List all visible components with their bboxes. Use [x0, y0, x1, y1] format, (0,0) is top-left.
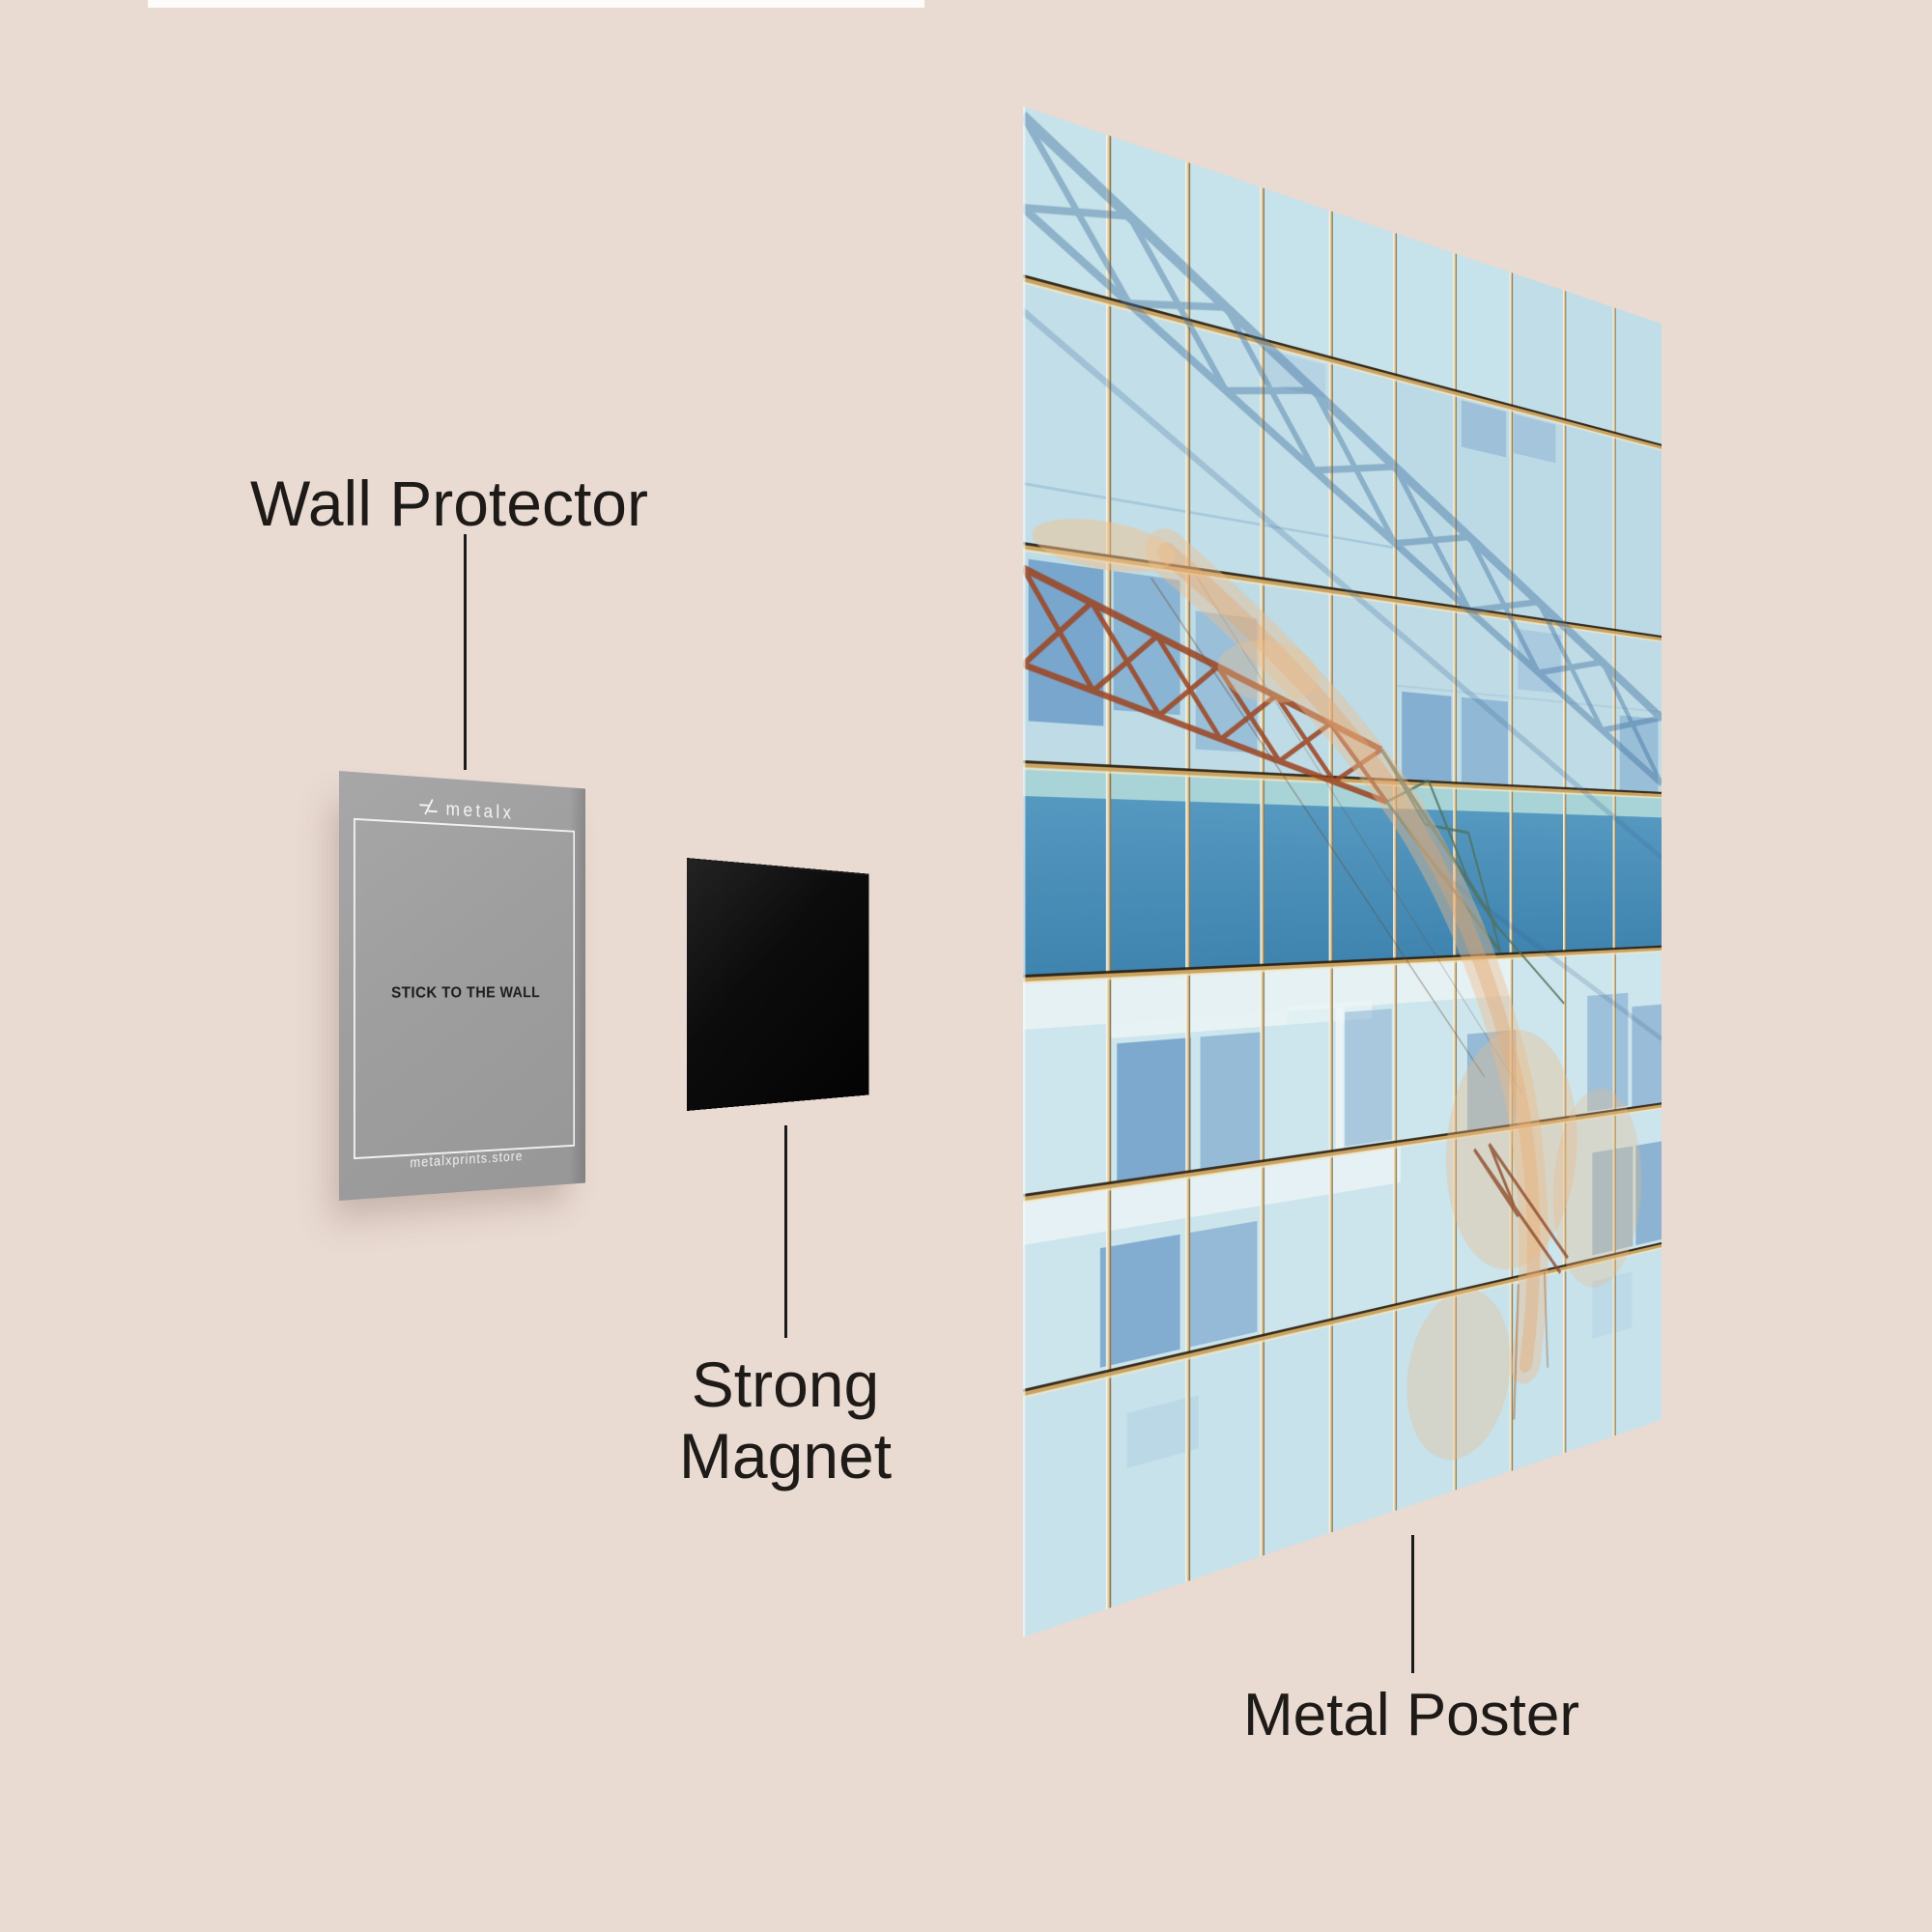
- card-message: STICK TO THE WALL: [390, 983, 541, 1002]
- facade-image: [1023, 106, 1662, 1637]
- metalx-logo-icon: [419, 798, 438, 818]
- strong-magnet-label-line1: Strong: [691, 1349, 880, 1420]
- strong-magnet-label-line2: Magnet: [678, 1420, 893, 1492]
- metal-poster-label: Metal Poster: [1242, 1682, 1580, 1748]
- strong-magnet-square: [687, 858, 869, 1111]
- strong-magnet-leader-line: [784, 1125, 787, 1338]
- top-white-strip: [148, 0, 924, 8]
- wall-protector-card: metalx STICK TO THE WALL metalxprints.st…: [339, 771, 586, 1201]
- metal-poster: [1023, 106, 1662, 1637]
- metal-poster-leader-line: [1411, 1535, 1414, 1673]
- wall-protector-label: Wall Protector: [250, 468, 648, 539]
- wall-protector-leader-line: [464, 534, 467, 770]
- metalx-brand-text: metalx: [445, 798, 515, 824]
- strong-magnet-label: Strong Magnet: [679, 1349, 892, 1492]
